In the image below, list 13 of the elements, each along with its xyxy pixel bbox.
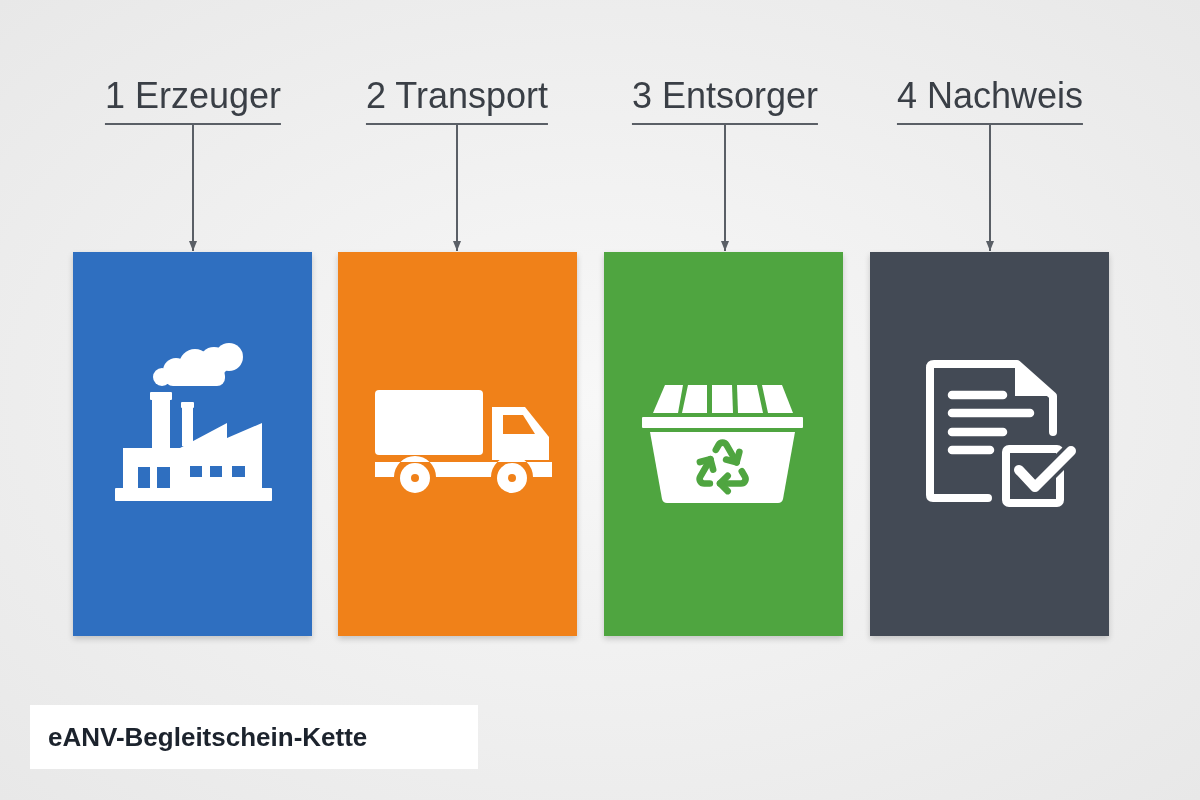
title-banner: eANV-Begleitschein-Kette — [30, 705, 478, 769]
step-heading: 4 Nachweis — [896, 78, 1084, 125]
step-heading: 3 Entsorger — [631, 78, 819, 125]
leader-arrow — [189, 124, 197, 252]
step-panel — [604, 252, 843, 636]
step-panel — [870, 252, 1109, 636]
step-panel — [338, 252, 577, 636]
step-heading: 1 Erzeuger — [104, 78, 282, 125]
leader-arrow — [453, 124, 461, 252]
leader-arrow — [721, 124, 729, 252]
leader-arrow — [986, 124, 994, 252]
step-panel — [73, 252, 312, 636]
step-heading: 2 Transport — [365, 78, 549, 125]
